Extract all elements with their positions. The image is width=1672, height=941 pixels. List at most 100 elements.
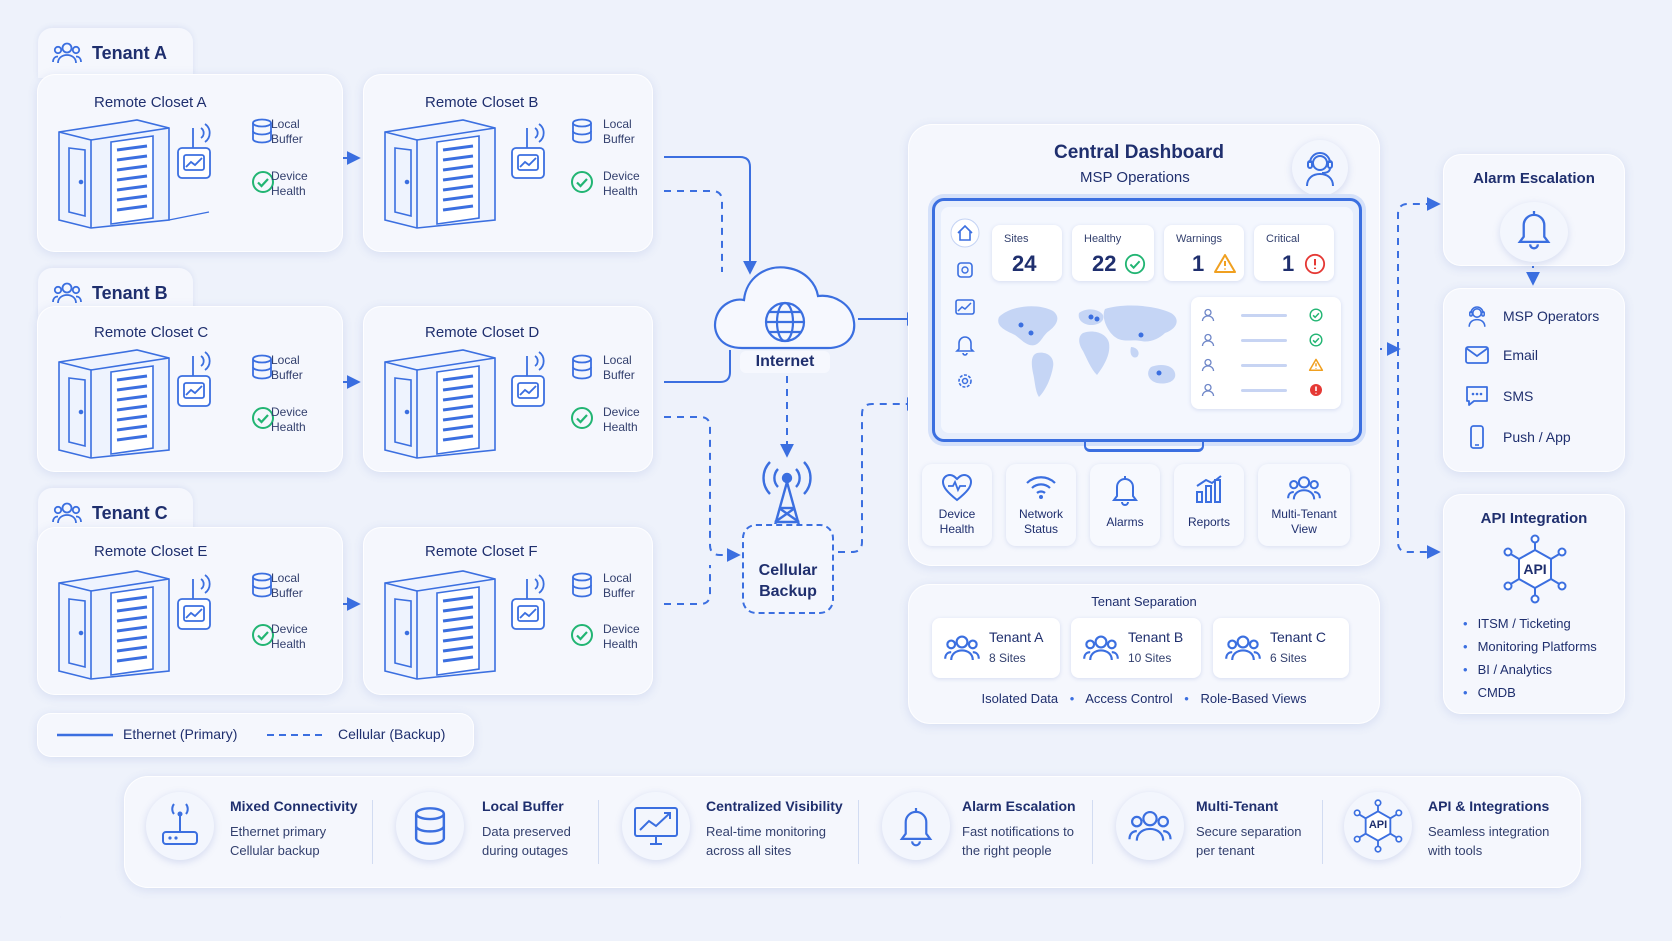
monitor-chart-icon <box>634 807 678 845</box>
api-hub: API <box>1500 534 1570 604</box>
channel-label: MSP Operators <box>1503 308 1600 324</box>
database-icon <box>252 118 272 144</box>
label-line: Local <box>603 117 632 131</box>
user-icon <box>1201 308 1215 322</box>
sensor-device-icon <box>177 574 211 630</box>
stat-card-sites[interactable]: Sites 24 <box>992 225 1062 281</box>
settings-icon[interactable] <box>950 366 980 396</box>
status-row[interactable] <box>1201 305 1335 325</box>
users-icon <box>1083 635 1119 661</box>
stat-value: 1 <box>1282 251 1295 276</box>
home-icon[interactable] <box>950 218 980 248</box>
globe-icon <box>764 301 806 343</box>
api-integration-title: API Integration <box>1480 510 1588 527</box>
device-icon[interactable] <box>950 255 980 285</box>
label-line: Status <box>1023 522 1059 536</box>
error-circle-icon <box>1304 253 1326 275</box>
cloud-icon <box>713 266 856 350</box>
api-item[interactable]: •BI / Analytics <box>1463 658 1597 681</box>
internet-node[interactable]: Internet <box>710 256 860 376</box>
label-line: Local <box>271 117 300 131</box>
channel-msp-operators[interactable]: MSP Operators <box>1465 304 1599 328</box>
server-rack-icon <box>58 570 170 680</box>
users-icon <box>52 502 82 524</box>
stat-card-healthy[interactable]: Healthy 22 <box>1072 225 1154 281</box>
tile-reports[interactable]: Reports <box>1174 464 1244 546</box>
label-line: Local <box>603 353 632 367</box>
tenant-box-c[interactable]: Tenant C 6 Sites <box>1213 618 1349 678</box>
feature-title: Mixed Connectivity <box>230 798 358 814</box>
label-line: Local <box>603 571 632 585</box>
tenant-box-b[interactable]: Tenant B 10 Sites <box>1071 618 1201 678</box>
channel-sms[interactable]: SMS <box>1465 385 1533 407</box>
database-icon <box>572 572 592 598</box>
label-line: Buffer <box>603 132 635 146</box>
closet-title: Remote Closet D <box>425 324 540 341</box>
api-item-label: Monitoring Platforms <box>1477 639 1597 654</box>
api-hub-icon <box>1503 534 1567 604</box>
user-icon <box>1201 383 1215 397</box>
channel-push-app[interactable]: Push / App <box>1465 425 1571 449</box>
api-item[interactable]: •CMDB <box>1463 681 1597 704</box>
critical-dot-icon <box>1310 384 1322 396</box>
check-circle-icon <box>1124 253 1146 275</box>
tenant-box-sites: 6 Sites <box>1270 651 1307 665</box>
feature-isolated-data: Isolated Data <box>981 691 1059 706</box>
alarm-escalation-card[interactable]: Alarm Escalation <box>1443 154 1625 266</box>
stat-card-warnings[interactable]: Warnings 1 <box>1164 225 1244 281</box>
status-row[interactable] <box>1201 380 1335 400</box>
side-nav <box>947 215 983 407</box>
desc-line: Real-time monitoring <box>706 824 826 839</box>
api-item[interactable]: •ITSM / Ticketing <box>1463 612 1597 635</box>
cellular-backup-box[interactable]: Cellular Backup <box>742 524 834 614</box>
dashboard-monitor[interactable]: Sites 24 Healthy 22 Warnings 1 Critical … <box>932 198 1362 442</box>
desc-line: Seamless integration <box>1428 824 1550 839</box>
tenant-separation-panel: Tenant Separation Tenant A 8 Sites Tenan… <box>908 584 1380 724</box>
users-icon <box>1128 810 1172 841</box>
label-line: Device <box>603 405 640 419</box>
label-line: Buffer <box>271 132 303 146</box>
stat-card-critical[interactable]: Critical 1 <box>1254 225 1334 281</box>
tenant-box-a[interactable]: Tenant A 8 Sites <box>932 618 1060 678</box>
bell-icon[interactable] <box>950 329 980 359</box>
label-line: Buffer <box>271 368 303 382</box>
users-icon <box>944 635 980 661</box>
central-dashboard-panel: Central Dashboard MSP Operations Sites 2… <box>908 124 1380 566</box>
sensor-device-icon <box>177 123 211 179</box>
label-line: Device <box>271 169 308 183</box>
label-line: Buffer <box>271 586 303 600</box>
label-line: Health <box>271 420 306 434</box>
connection-legend: Ethernet (Primary) Cellular (Backup) <box>37 713 474 757</box>
wifi-icon <box>1026 476 1056 499</box>
status-row[interactable] <box>1201 330 1335 350</box>
label-line: Multi-Tenant <box>1271 507 1337 521</box>
api-hub-icon <box>1353 799 1403 853</box>
desc-line: the right people <box>962 843 1052 858</box>
server-rack-icon <box>58 119 210 229</box>
channel-email[interactable]: Email <box>1465 345 1538 365</box>
status-row[interactable] <box>1201 355 1335 375</box>
tile-alarms[interactable]: Alarms <box>1090 464 1160 546</box>
desc-line: Fast notifications to <box>962 824 1074 839</box>
api-integration-card[interactable]: API Integration API •ITSM / Ticketing •M… <box>1443 494 1625 714</box>
chart-icon[interactable] <box>950 292 980 322</box>
check-circle-icon <box>571 624 593 646</box>
api-item[interactable]: •Monitoring Platforms <box>1463 635 1597 658</box>
